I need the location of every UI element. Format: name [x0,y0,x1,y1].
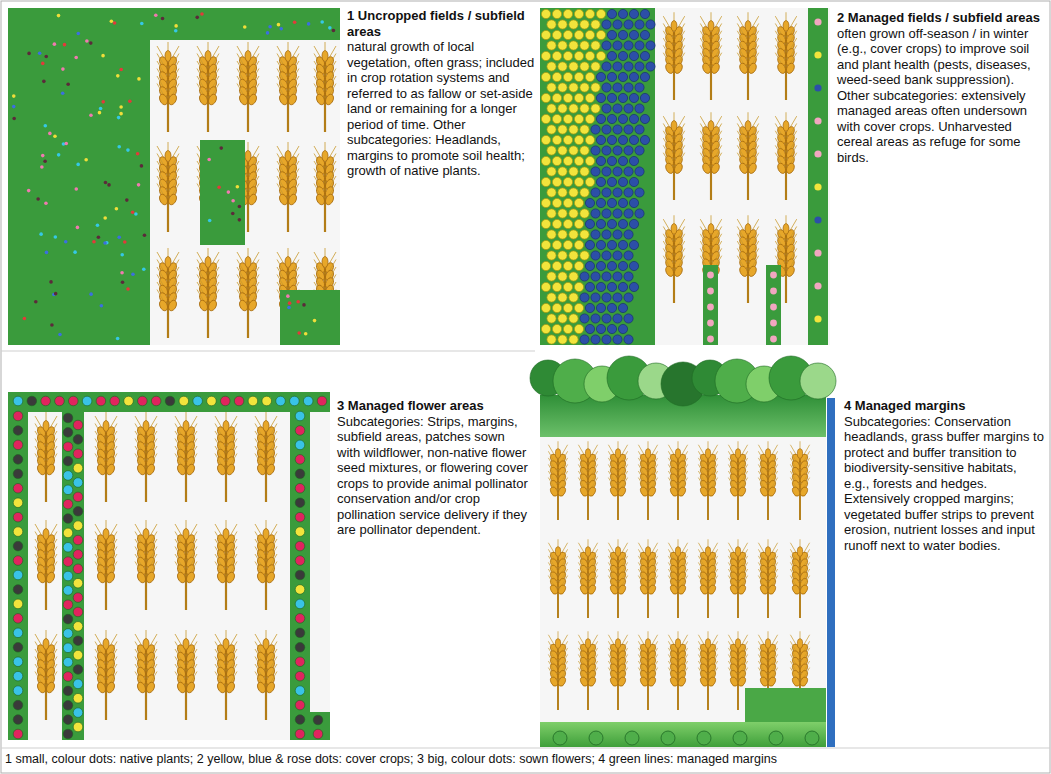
category-text: 4 Managed marginsSubcategories: Conserva… [844,398,1044,553]
flower-strip-field [8,392,330,740]
category-text: 3 Managed flower areasSubcategories: Str… [337,398,529,538]
category-heading: 2 Managed fields / subfield areas [837,10,1045,26]
water-strip [827,398,835,747]
managed-margin-field [530,356,836,747]
category-text: 1 Uncropped fields / subfield areasnatur… [347,8,535,179]
category-heading: 4 Managed margins [844,398,1044,414]
figure-caption: 1 small, colour dots: native plants; 2 y… [5,752,777,767]
panel-divider [1,351,535,352]
uncropped-field [8,8,340,345]
panel-divider [1,748,1050,749]
category-heading: 3 Managed flower areas [337,398,529,414]
category-description: often grown off-season / in winter (e.g.… [837,26,1045,166]
category-heading: 1 Uncropped fields / subfield areas [347,8,535,39]
category-description: Subcategories: Strips, margins, subfield… [337,414,529,538]
category-text: 2 Managed fields / subfield areasoften g… [837,10,1045,165]
cover-crop-field [540,8,830,345]
category-description: natural growth of local vegetation, ofte… [347,39,535,179]
category-description: Subcategories: Conservation headlands, g… [844,414,1044,554]
